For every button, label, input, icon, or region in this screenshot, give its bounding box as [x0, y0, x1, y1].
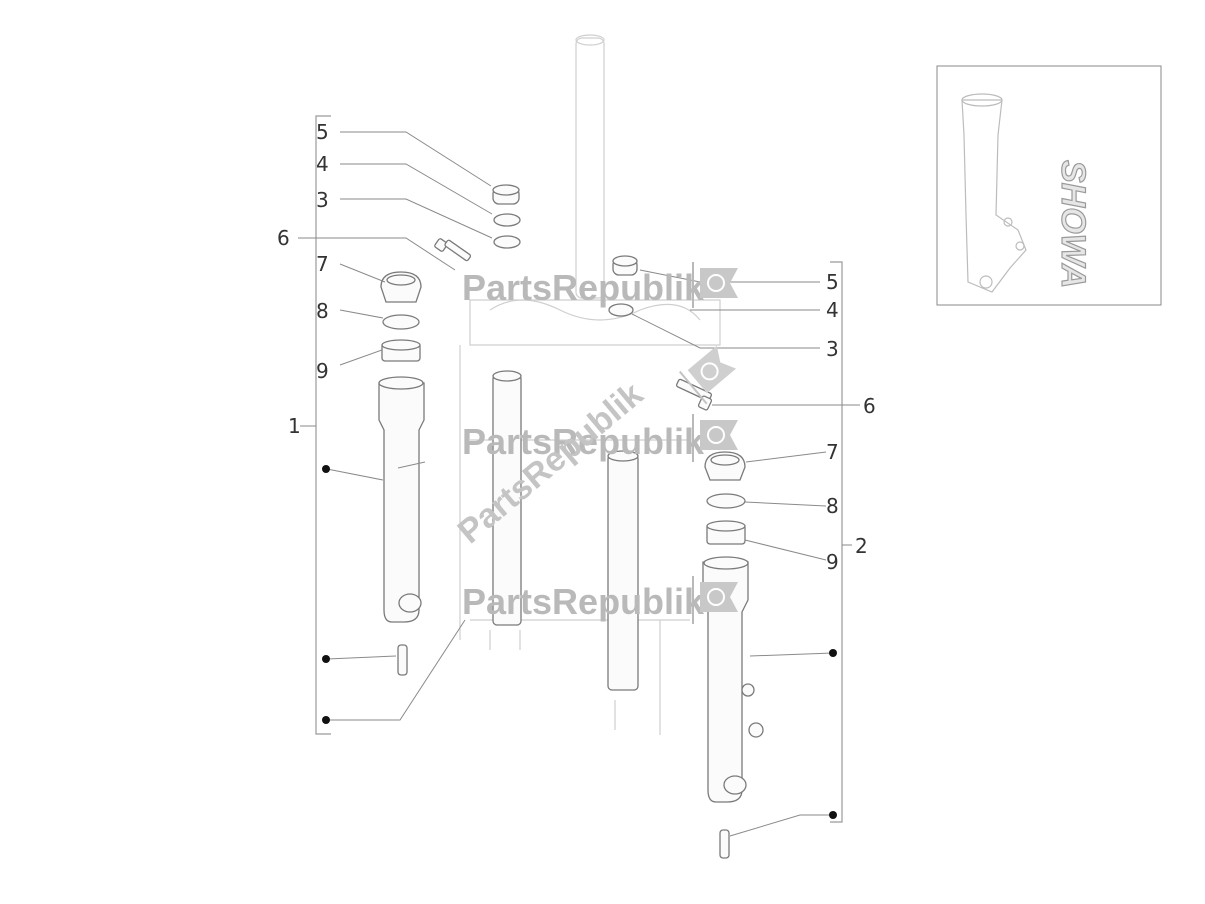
- right-fork-slider: [702, 556, 764, 803]
- watermark-text: PartsRepublik: [462, 581, 705, 622]
- part-5-cap-left: [492, 184, 520, 205]
- left-fork-assembly: 5 4 3 6 7 8 9 1: [277, 115, 522, 735]
- inset-fork-sketch: [961, 93, 1027, 293]
- part-8-ring-right: [706, 493, 746, 509]
- part-9-bushing-right: [706, 520, 746, 545]
- part-3-oring-right: [608, 303, 634, 317]
- right-fork-assembly: 5 4 3 6 7 8 9 2: [607, 255, 876, 859]
- callout-7-left: 7: [316, 252, 329, 276]
- callout-7-right: 7: [826, 440, 839, 464]
- part-8-ring-left: [382, 314, 420, 330]
- callout-8-left: 8: [316, 299, 329, 323]
- callout-6-left: 6: [277, 226, 290, 250]
- callout-5-left: 5: [316, 120, 329, 144]
- part-5-cap-right: [612, 255, 638, 276]
- ref-dot: [829, 811, 837, 819]
- callout-3-right: 3: [826, 337, 839, 361]
- left-stanchion-tube: [492, 370, 522, 626]
- part-7-seal-right: [704, 451, 746, 481]
- group-1-bracket: [315, 115, 331, 735]
- ref-dot: [322, 716, 330, 724]
- callout-4-left: 4: [316, 152, 329, 176]
- gear-icon: [692, 262, 738, 308]
- watermark-text: PartsRepublik: [462, 267, 705, 308]
- left-bottom-screw: [397, 644, 408, 676]
- gear-icon: [692, 576, 738, 624]
- ref-dot: [322, 465, 330, 473]
- part-3-oring-left: [493, 235, 521, 249]
- ref-dot: [322, 655, 330, 663]
- inset-brand-logo: SHOWA: [1054, 160, 1092, 288]
- left-fork-slider: [378, 376, 426, 623]
- ref-dot: [829, 649, 837, 657]
- gear-icon: [678, 345, 737, 405]
- part-4-washer-left: [493, 213, 521, 227]
- callout-8-right: 8: [826, 494, 839, 518]
- callout-6-right: 6: [863, 394, 876, 418]
- callout-4-right: 4: [826, 298, 839, 322]
- inset-brand-box: SHOWA: [936, 65, 1162, 306]
- callout-9-left: 9: [316, 359, 329, 383]
- callout-5-right: 5: [826, 270, 839, 294]
- right-bottom-screw: [719, 829, 730, 859]
- part-6-bolt-left: [434, 238, 472, 262]
- callout-group-1: 1: [288, 414, 301, 438]
- gear-icon: [692, 414, 738, 462]
- steering-stem-ghost: [459, 34, 721, 735]
- right-stanchion-tube: [607, 450, 639, 691]
- callout-3-left: 3: [316, 188, 329, 212]
- callout-9-right: 9: [826, 550, 839, 574]
- part-9-bushing-left: [381, 339, 421, 362]
- callout-group-2: 2: [855, 534, 868, 558]
- part-7-seal-left: [380, 271, 422, 303]
- watermark-text: PartsRepublik: [462, 421, 705, 462]
- group-2-bracket: [830, 261, 843, 823]
